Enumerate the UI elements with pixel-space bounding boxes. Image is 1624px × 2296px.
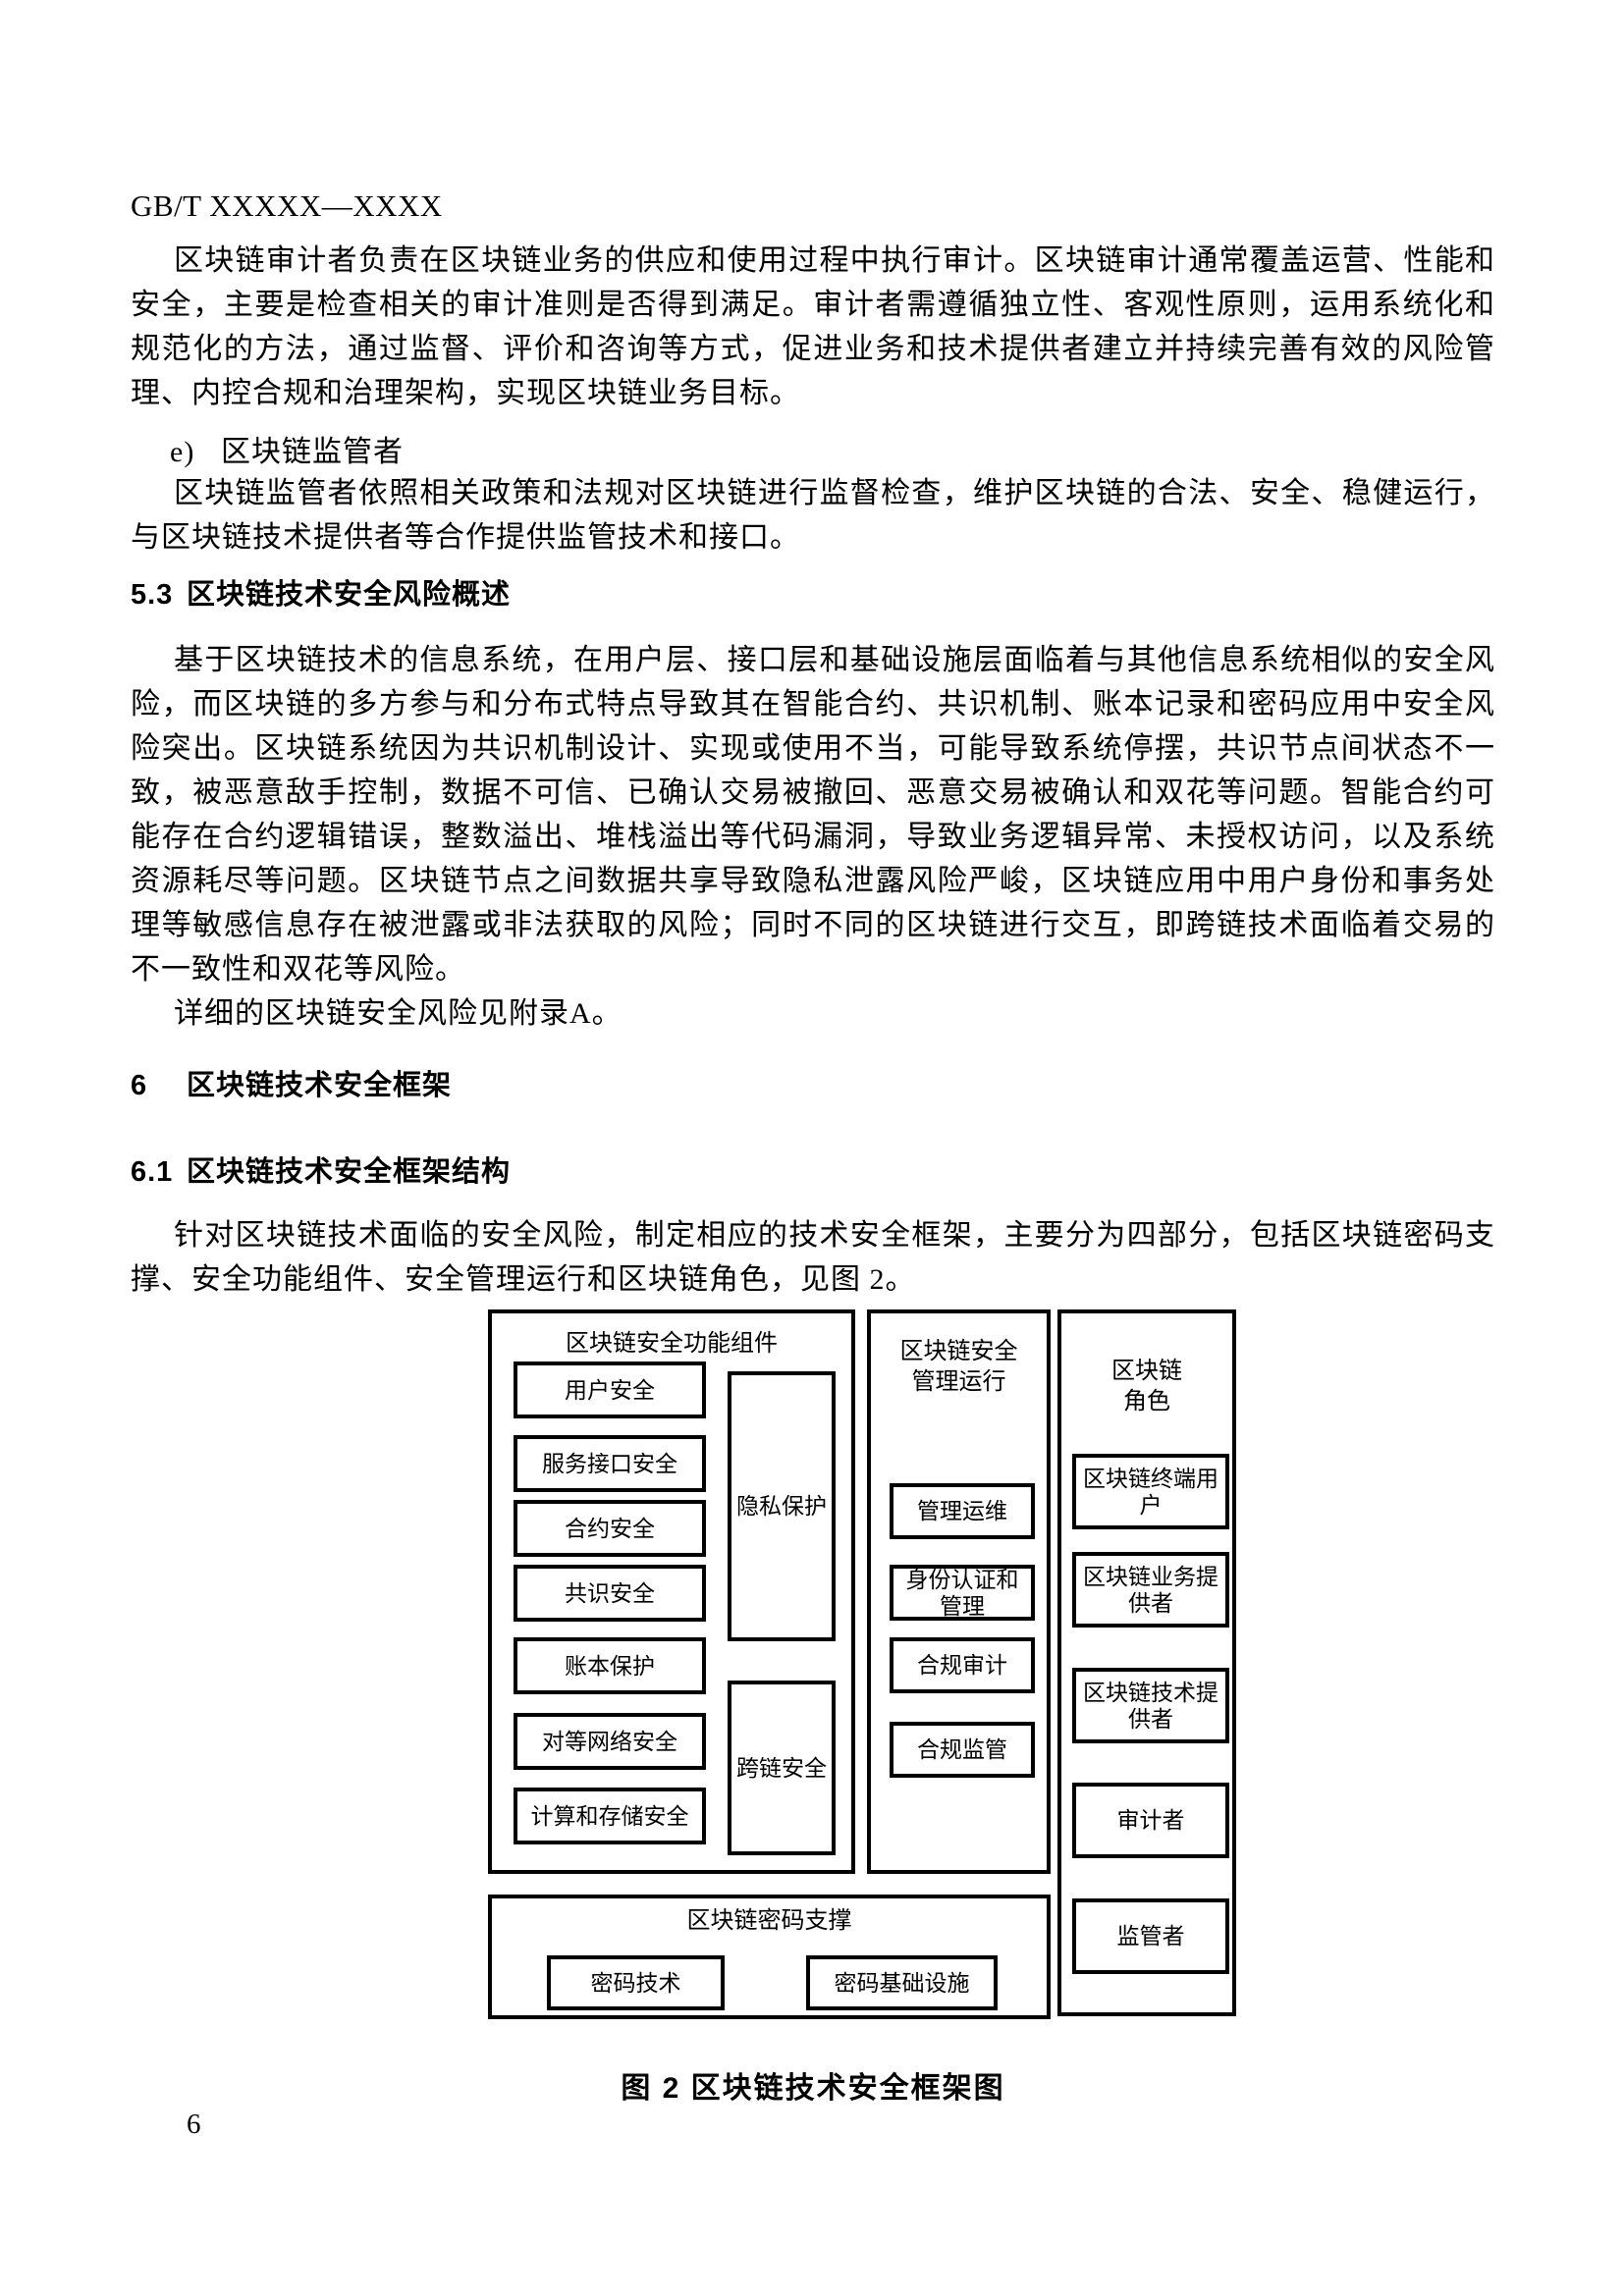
box-compute-storage-security: 计算和存储安全 [514, 1788, 706, 1844]
section-heading-6: 6 区块链技术安全框架 [131, 1068, 1495, 1103]
box-management-operation: 管理运维 [890, 1483, 1035, 1539]
paragraph-auditor: 区块链审计者负责在区块链业务的供应和使用过程中执行审计。区块链审计通常覆盖运营、… [131, 244, 1495, 409]
box-ledger-protection: 账本保护 [514, 1637, 706, 1694]
box-end-user: 区块链终端用 户 [1072, 1454, 1229, 1529]
box-technology-provider: 区块链技术提 供者 [1072, 1668, 1229, 1743]
panel-security-management: 区块链安全 管理运行 管理运维 身份认证和 管理 合规审计 合规监管 [867, 1309, 1051, 1874]
section-heading-5-3: 5.3 区块链技术安全风险概述 [131, 577, 1495, 613]
box-crypto-technology: 密码技术 [547, 1955, 725, 2010]
section-title: 区块链技术安全风险概述 [187, 579, 512, 611]
paragraph-framework-intro: 针对区块链技术面临的安全风险，制定相应的技术安全框架，主要分为四部分，包括区块链… [131, 1219, 1495, 1296]
panel-security-management-title: 区块链安全 管理运行 [899, 1339, 1018, 1395]
figure-2-diagram: 区块链安全功能组件 用户安全 服务接口安全 合约安全 共识安全 账本保护 对等网… [488, 1309, 1236, 2019]
document-code-header: GB/T XXXXX—XXXX [131, 188, 443, 223]
section-number: 6.1 [131, 1156, 174, 1188]
section-heading-6-1: 6.1 区块链技术安全框架结构 [131, 1154, 1495, 1190]
box-regulator: 监管者 [1072, 1898, 1229, 1974]
panel-crypto-support: 区块链密码支撑 密码技术 密码基础设施 [488, 1895, 1051, 2019]
paragraph-appendix-ref: 详细的区块链安全风险见附录A。 [174, 997, 623, 1030]
box-crosschain-security: 跨链安全 [728, 1681, 836, 1855]
list-item-e-marker: e) [170, 436, 195, 468]
panel-security-components-title: 区块链安全功能组件 [566, 1331, 778, 1357]
section-number: 6 [131, 1070, 148, 1101]
page-number: 6 [187, 2109, 201, 2140]
box-business-provider: 区块链业务提 供者 [1072, 1552, 1229, 1628]
panel-blockchain-roles: 区块链 角色 区块链终端用 户 区块链业务提 供者 区块链技术提 供者 审计者 … [1057, 1309, 1236, 2016]
box-service-interface-security: 服务接口安全 [514, 1435, 706, 1492]
list-item-e: e) 区块链监管者 [131, 430, 1495, 474]
paragraph-risk-overview: 基于区块链技术的信息系统，在用户层、接口层和基础设施层面临着与其他信息系统相似的… [131, 644, 1495, 986]
box-privacy-protection: 隐私保护 [728, 1371, 836, 1641]
box-consensus-security: 共识安全 [514, 1565, 706, 1622]
list-item-e-label: 区块链监管者 [221, 436, 404, 468]
box-auditor: 审计者 [1072, 1783, 1229, 1858]
figure-caption: 图 2 区块链技术安全框架图 [621, 2072, 1005, 2105]
box-compliance-audit: 合规审计 [890, 1637, 1035, 1693]
box-user-security: 用户安全 [514, 1362, 706, 1418]
box-p2p-network-security: 对等网络安全 [514, 1713, 706, 1770]
section-title: 区块链技术安全框架结构 [187, 1156, 512, 1188]
section-number: 5.3 [131, 579, 174, 611]
box-crypto-infrastructure: 密码基础设施 [806, 1955, 998, 2010]
box-compliance-supervision: 合规监管 [890, 1722, 1035, 1778]
box-contract-security: 合约安全 [514, 1500, 706, 1557]
paragraph-regulator: 区块链监管者依照相关政策和法规对区块链进行监督检查，维护区块链的合法、安全、稳健… [131, 477, 1495, 554]
panel-blockchain-roles-title: 区块链 角色 [1111, 1359, 1182, 1415]
panel-crypto-support-title: 区块链密码支撑 [686, 1908, 852, 1934]
panel-security-components: 区块链安全功能组件 用户安全 服务接口安全 合约安全 共识安全 账本保护 对等网… [488, 1309, 855, 1874]
section-title: 区块链技术安全框架 [187, 1070, 453, 1101]
box-identity-authentication: 身份认证和 管理 [890, 1565, 1035, 1621]
